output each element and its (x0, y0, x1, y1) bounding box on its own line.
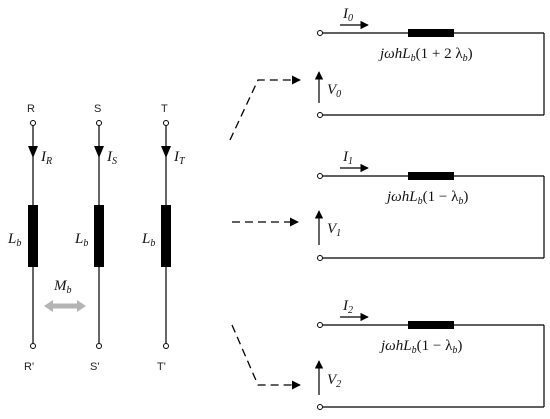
current-arrow-r (28, 146, 38, 158)
phase-s-branch: S IS Lb S' (74, 103, 117, 373)
seq0-current-label: I0 (342, 6, 353, 24)
seq1-impedance-label: jωhLb(1 − λb) (385, 189, 468, 207)
seq1-terminal-top (317, 173, 323, 179)
phase-r-top-label: R (27, 103, 35, 115)
mutual-inductance: Mb (44, 278, 86, 312)
terminal-s-top (96, 120, 102, 126)
seq1-terminal-bottom (317, 255, 323, 261)
seq1-current-label: I1 (342, 149, 353, 167)
seq0-voltage-label: V0 (327, 82, 341, 100)
inductance-label-r: Lb (7, 231, 21, 249)
mutual-label: Mb (53, 278, 72, 296)
seq1-inductor (408, 172, 454, 180)
phase-s-top-label: S (94, 103, 101, 115)
current-arrow-t (161, 146, 171, 158)
phase-t-top-label: T (161, 103, 168, 115)
terminal-s-bottom (96, 343, 102, 349)
inductor-t (161, 205, 171, 267)
current-arrow-s (94, 146, 104, 158)
inductor-r (28, 205, 38, 267)
seq2-terminal-bottom (317, 404, 323, 410)
terminal-t-bottom (163, 343, 169, 349)
double-arrow-icon (44, 300, 86, 312)
seq2-voltage-label: V2 (327, 372, 341, 390)
phase-s-bottom-label: S' (90, 361, 99, 373)
dashed-arrow-zero (229, 75, 301, 141)
seq2-current-label: I2 (342, 298, 353, 316)
phase-r-bottom-label: R' (24, 361, 34, 373)
seq1-voltage-label: V1 (327, 221, 341, 239)
terminal-r-bottom (30, 343, 36, 349)
dashed-arrow-negative (231, 324, 301, 390)
seq0-inductor (408, 29, 454, 37)
seq0-terminal-bottom (317, 112, 323, 118)
current-label-s: IS (106, 149, 117, 167)
seq2-terminal-top (317, 322, 323, 328)
terminal-r-top (30, 120, 36, 126)
phase-t-branch: T IT Lb T' (141, 103, 186, 373)
seq0-impedance-label: jωhLb(1 + 2 λb) (378, 46, 473, 64)
phase-r-branch: R IR Lb R' (7, 103, 52, 373)
positive-sequence-circuit: I1 V1 jωhLb(1 − λb) (314, 149, 545, 261)
current-label-r: IR (40, 149, 52, 167)
seq0-terminal-top (317, 30, 323, 36)
zero-sequence-circuit: I0 V0 jωhLb(1 + 2 λb) (314, 6, 545, 118)
phase-t-bottom-label: T' (157, 361, 166, 373)
terminal-t-top (163, 120, 169, 126)
current-label-t: IT (173, 149, 186, 167)
seq2-impedance-label: jωhLb(1 − λb) (379, 338, 462, 356)
negative-sequence-circuit: I2 V2 jωhLb(1 − λb) (314, 298, 545, 410)
inductor-s (94, 205, 104, 267)
inductance-label-s: Lb (74, 231, 88, 249)
dashed-arrows (229, 75, 301, 390)
inductance-label-t: Lb (141, 231, 155, 249)
seq2-inductor (408, 321, 454, 329)
